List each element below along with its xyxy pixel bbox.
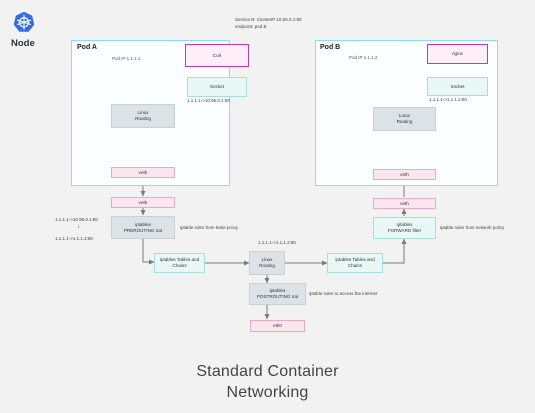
prerouting-note: iptable rules from kube-proxy xyxy=(180,225,239,230)
nginx-app-box: nginx xyxy=(427,44,488,64)
pod-b-linux-routing: Linux Routing xyxy=(373,107,436,131)
iptables-tables-chains-left: iptables Tables and Chains xyxy=(154,253,205,273)
nginx-label: nginx xyxy=(452,51,463,57)
pod-a-veth: veth xyxy=(111,167,175,178)
nat-before-address: 1.1.1.1->10.96.0.1:80 xyxy=(55,217,98,222)
forward-note: iptable rules from network policy xyxy=(440,225,505,230)
nat-down-arrow-icon: ↓ xyxy=(77,224,80,230)
slide-title-line-1: Standard Container xyxy=(196,363,339,380)
node-routing-address: 1.1.1.1->1.1.1.2:80 xyxy=(258,240,296,245)
arrow-prerouting-to-tables xyxy=(142,239,155,265)
postrouting-note: iptable rules to access the internet xyxy=(309,291,378,296)
eth0-interface: eth0 xyxy=(250,320,305,332)
slide-title-line-2: Networking xyxy=(226,384,309,401)
pod-b-veth: veth xyxy=(373,169,436,180)
arrow-tables-to-forward xyxy=(383,238,407,264)
iptables-tables-chains-right: iptables Tables and Chains xyxy=(327,253,383,273)
curl-label: Curl xyxy=(212,52,222,58)
kubernetes-wheel-icon xyxy=(13,11,35,32)
node-veth-b: veth xyxy=(373,198,436,209)
pod-a-ip: Pod IP 1.1.1.1 xyxy=(112,56,141,61)
pod-b-socket-route: 1.1.1.1->1.1.1.2:80 xyxy=(429,97,467,102)
pod-a-linux-routing: Linux Routing xyxy=(111,104,175,128)
iptables-prerouting-nat: iptables PREROUTING nat xyxy=(111,216,175,239)
iptables-postrouting-nat: iptables POSTROUTING nat xyxy=(249,283,306,305)
node-label: Node xyxy=(11,38,35,49)
pod-a-socket-box: Socket xyxy=(187,77,247,97)
iptables-forward-filter: iptables FORWARD filter xyxy=(373,217,436,239)
pod-a-title: Pod A xyxy=(77,44,97,51)
pod-b-socket-box: Socket xyxy=(427,77,488,96)
service-endpoint-note: endpoint: pod B xyxy=(235,24,267,29)
node-veth-a: veth xyxy=(111,197,175,208)
curl-app-box: Curl xyxy=(185,44,249,67)
node-linux-routing: Linux Routing xyxy=(249,251,285,275)
pod-b-socket-label: Socket xyxy=(450,83,465,89)
pod-b-ip: Pod IP 1.1.1.2 xyxy=(349,55,378,60)
service-clusterip-note: Service B: ClusterIP 10.96.0.1:80 xyxy=(235,17,302,22)
pod-a-socket-label: Socket xyxy=(209,84,225,90)
nat-after-address: 1.1.1.1->1.1.1.2:80 xyxy=(55,236,93,241)
pod-a-socket-route: 1.1.1.1->10.96.0.1:80 xyxy=(187,98,230,103)
pod-b-title: Pod B xyxy=(320,44,341,51)
